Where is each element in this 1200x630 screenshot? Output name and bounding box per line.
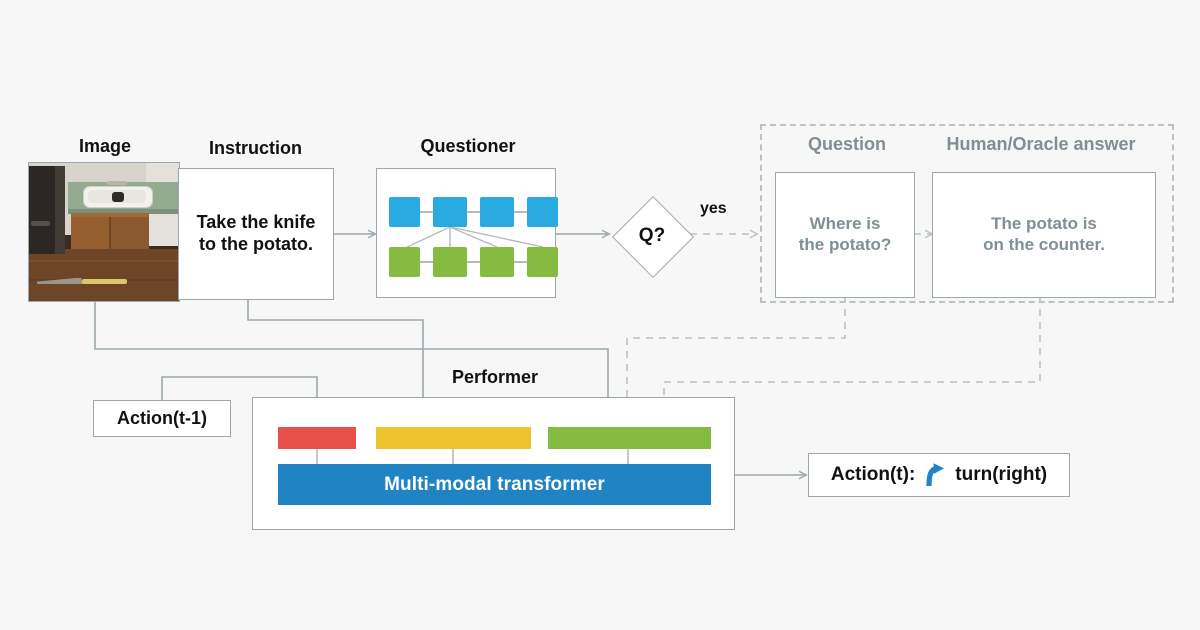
answer-line-1: The potato is [991,214,1097,234]
decision-diamond[interactable]: Q? [610,194,695,279]
output-action-box: Action(t): turn(right) [808,453,1070,497]
edge-label-yes: yes [700,200,727,217]
caption-oracle-answer: Human/Oracle answer [946,134,1136,154]
performer-bar-instruction [376,427,531,449]
oracle-answer-box: The potato is on the counter. [932,172,1156,298]
instruction-line-1: Take the knife [196,212,316,233]
previous-action-label: Action(t-1) [117,407,207,428]
caption-question: Question [807,134,886,154]
caption-questioner: Questioner [420,136,516,156]
questioner-cell-top-4 [527,197,558,227]
scene-counter-edge [68,208,179,215]
questioner-cell-top-2 [433,197,467,227]
performer-internal-wires [316,449,629,464]
scene-refrigerator-handle [30,220,50,227]
questioner-cell-bottom-1 [389,247,420,277]
oracle-group-container [760,124,1174,303]
caption-image: Image [78,136,132,156]
questioner-cell-top-1 [389,197,420,227]
turn-right-arrow-icon [926,463,945,487]
decision-label: Q? [638,225,666,246]
questioner-cell-bottom-3 [480,247,514,277]
performer-bar-vision [548,427,711,449]
scene-refrigerator-side [54,165,65,255]
multimodal-transformer-bar: Multi-modal transformer [278,464,711,505]
multimodal-transformer-label: Multi-modal transformer [384,473,605,495]
instruction-text: Take the knife to the potato. [197,212,316,256]
questioner-cell-bottom-4 [527,247,558,277]
performer-box: Multi-modal transformer [252,397,735,530]
questioner-internal-wires [406,211,544,263]
scene-cabinet-top-trim [71,212,149,217]
question-text: Where is the potato? [799,214,892,255]
answer-line-2: on the counter. [983,235,1105,254]
scene-sink-object [111,191,124,202]
instruction-line-2: to the potato. [199,234,313,254]
scene-floor [29,248,179,301]
previous-action-box: Action(t-1) [93,400,231,437]
question-line-2: the potato? [798,235,892,254]
scene-cabinet-door [71,212,111,255]
question-line-1: Where is [809,214,881,234]
questioner-cell-bottom-2 [433,247,467,277]
scene-floor-grain-1 [29,259,179,262]
question-box: Where is the potato? [775,172,915,298]
output-action-value: turn(right) [955,464,1048,485]
questioner-box [376,168,558,299]
output-action-prefix: Action(t): [830,464,916,485]
performer-bar-action [278,427,356,449]
scene-image-thumbnail [28,162,180,302]
questioner-cell-grid [377,169,558,299]
questioner-cell-top-3 [480,197,514,227]
scene-knife-blade [36,277,83,285]
scene-faucet [107,180,127,186]
answer-text: The potato is on the counter. [983,214,1105,255]
caption-instruction: Instruction [209,138,302,158]
caption-performer: Performer [451,367,539,387]
scene-knife-handle [81,278,127,284]
instruction-box: Take the knife to the potato. [178,168,334,300]
